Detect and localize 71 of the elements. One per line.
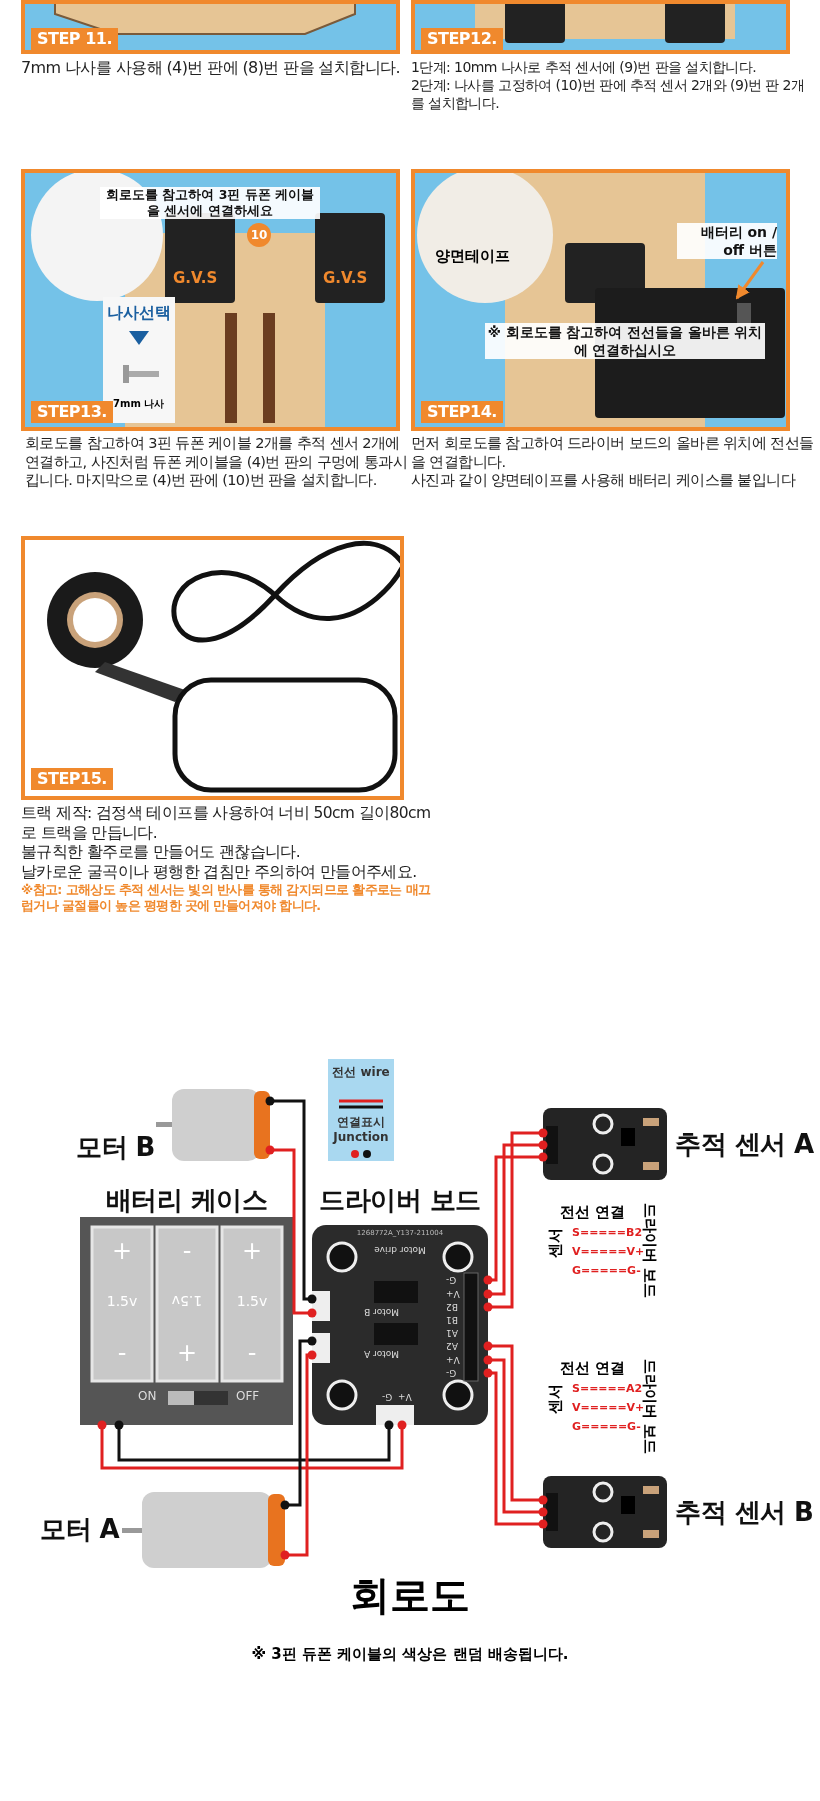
step-caption: 불규칙한 활주로를 만들어도 괜찮습니다. bbox=[21, 843, 302, 863]
number-badge: 10 bbox=[247, 223, 271, 247]
step-caption: 회로도를 참고하여 3핀 듀폰 케이블 2개를 추적 센서 2개에 연결하고, 사진처럼 듀폰 케이블을 (4)번 판의 구멍에 통과시킵니다. 마지막으로 (4)번 판에 (10)번 판을 설치합니다. bbox=[25, 434, 408, 490]
screw-label: 7mm 나사 bbox=[113, 397, 165, 411]
pin-label: B2 bbox=[446, 1302, 458, 1312]
pin-map-heading: 전선 연결 bbox=[560, 1359, 626, 1378]
component-label: 모터 B bbox=[76, 1131, 155, 1164]
legend-label: 연결표시 Junction bbox=[331, 1115, 390, 1145]
section-heading: 회로도 bbox=[349, 1572, 471, 1618]
step-badge: STEP13. bbox=[31, 401, 113, 423]
component-label: 추적 센서 A bbox=[675, 1128, 814, 1161]
component-label: 드라이버 보드 bbox=[318, 1184, 482, 1217]
step-badge: STEP12. bbox=[421, 28, 503, 50]
polarity-mark: - bbox=[181, 1239, 193, 1263]
sensor-pin-text: G.V.S bbox=[323, 269, 368, 287]
wire bbox=[114, 1420, 394, 1462]
switch-label: ON bbox=[138, 1389, 157, 1403]
step-caption: 2단계: 나사를 고정하여 (10)번 판에 추적 센서 2개와 (9)번 판 2개를 설치합니다. bbox=[411, 76, 806, 112]
footnote: ※ 3핀 듀폰 케이블의 색상은 랜덤 배송됩니다. bbox=[250, 1645, 570, 1664]
pin-label: B1 bbox=[446, 1315, 458, 1325]
step-caption: 날카로운 굴곡이나 평행한 겹침만 주의하여 만들어주세요. bbox=[21, 862, 418, 882]
pin-label: V+ bbox=[446, 1355, 460, 1365]
pin-map-text: G=====G- bbox=[572, 1420, 641, 1433]
step-badge: STEP15. bbox=[31, 768, 113, 790]
polarity-mark: + bbox=[175, 1341, 199, 1365]
step-caption: 먼저 회로도를 참고하여 드라이버 보드의 올바른 위치에 전선들을 연결합니다. bbox=[411, 434, 815, 471]
component-label: 추적 센서 B bbox=[675, 1496, 814, 1529]
board-label: Motor B bbox=[364, 1307, 400, 1317]
step-badge: STEP14. bbox=[421, 401, 503, 423]
wire bbox=[280, 1350, 317, 1560]
step-caption: 7mm 나사를 사용해 (4)번 판에 (8)번 판을 설치합니다. bbox=[21, 58, 401, 78]
photo-caption: 회로도를 참고하여 3핀 듀폰 케이블을 센서에 연결하세요 bbox=[100, 187, 320, 219]
step-caption: 1단계: 10mm 나사로 추적 센서에 (9)번 판을 설치합니다. bbox=[411, 58, 758, 76]
polarity-mark: - bbox=[246, 1341, 258, 1365]
switch-label: OFF bbox=[236, 1389, 260, 1403]
pin-map-text: S=====B2 bbox=[572, 1226, 643, 1239]
wire bbox=[97, 1420, 407, 1470]
board-label: Motor drive bbox=[373, 1245, 427, 1255]
wire bbox=[265, 1096, 317, 1304]
pin-label: V+ bbox=[446, 1289, 460, 1299]
polarity-mark: + bbox=[110, 1239, 134, 1263]
pin-label: G- bbox=[446, 1275, 457, 1285]
photo-caption: ※ 회로도를 참고하여 전선들을 올바른 위치에 연결하십시오 bbox=[485, 323, 765, 359]
pin-map-text: G=====G- bbox=[572, 1264, 641, 1277]
step-caption: 트랙 제작: 검정색 테이프를 사용하여 너비 50cm 길이80cm로 트랙을 만듭니다. bbox=[21, 804, 432, 843]
pin-label: V+ bbox=[398, 1392, 412, 1402]
step-caption: 사진과 같이 양면테이프를 사용해 배터리 케이스를 붙입니다 bbox=[411, 471, 797, 490]
polarity-mark: + bbox=[240, 1239, 264, 1263]
leader-arrow bbox=[735, 261, 765, 300]
wire bbox=[265, 1145, 317, 1318]
sensor-pin-text: G.V.S bbox=[173, 269, 218, 287]
photo-caption: 양면테이프 bbox=[435, 247, 510, 266]
pin-label: G- bbox=[382, 1392, 393, 1402]
wire bbox=[483, 1152, 548, 1285]
pin-label: A2 bbox=[446, 1341, 458, 1351]
board-label: Motor A bbox=[364, 1349, 400, 1359]
pin-map-heading: 전선 연결 bbox=[560, 1203, 626, 1222]
pin-map-side-label: 센서 bbox=[546, 1384, 565, 1414]
pin-map-side-label: 센서 bbox=[546, 1228, 565, 1258]
legend-label: 전선 wire bbox=[331, 1065, 391, 1080]
callout-text: 배터리 on / off 버튼 bbox=[677, 223, 777, 259]
component-label: 배터리 케이스 bbox=[104, 1184, 269, 1217]
panel-heading: 나사선택 bbox=[107, 303, 171, 324]
pin-label: A1 bbox=[446, 1328, 458, 1338]
wire bbox=[280, 1336, 317, 1510]
pin-map-text: S=====A2 bbox=[572, 1382, 643, 1395]
step-badge: STEP 11. bbox=[31, 28, 118, 50]
polarity-mark: - bbox=[116, 1341, 128, 1365]
pin-label: G- bbox=[446, 1368, 457, 1378]
component-label: 모터 A bbox=[40, 1513, 120, 1546]
step-caption: ※참고: 고해상도 추적 센서는 빛의 반사를 통해 감지되므로 활주로는 매끄럽거나 굴절률이 높은 평평한 곳에 만들어져야 합니다. bbox=[21, 882, 432, 914]
